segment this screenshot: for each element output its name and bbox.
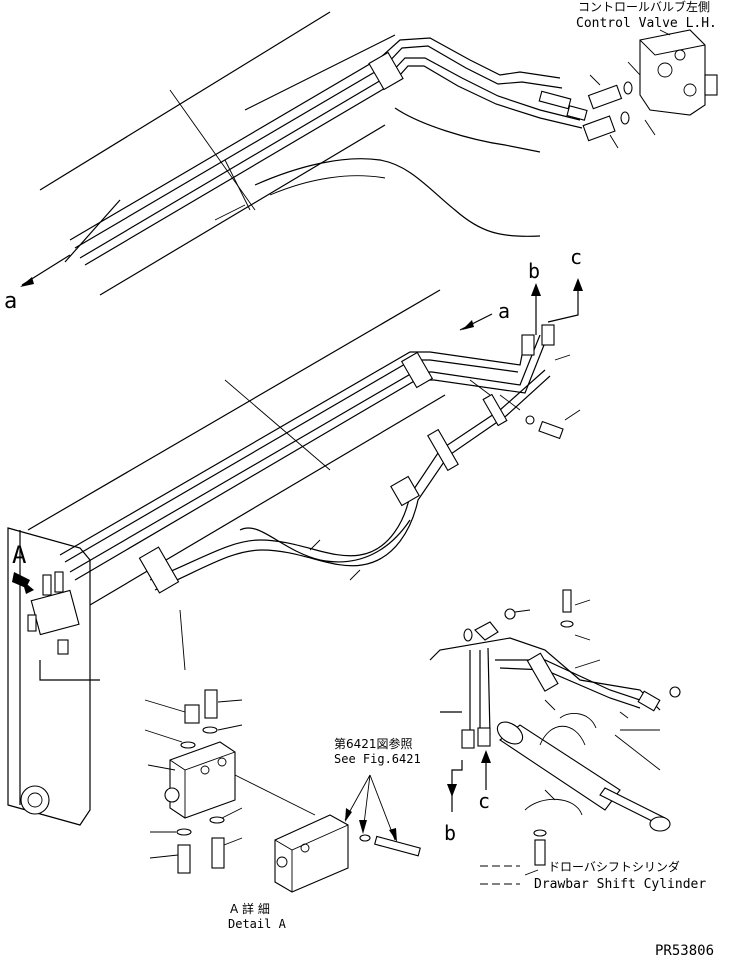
arrow-c-upper xyxy=(547,278,583,323)
arrow-a-upper xyxy=(20,254,71,287)
drawbar-cylinder xyxy=(429,589,681,876)
arrow-a-middle xyxy=(459,313,493,331)
see-fig-en: See Fig.6421 xyxy=(334,752,421,766)
letter-b-upper: b xyxy=(528,259,540,283)
control-valve-lh xyxy=(582,29,718,149)
arrow-b-lower xyxy=(447,760,463,812)
see-fig-jp: 第6421図参照 xyxy=(334,736,413,751)
view-a-label: A xyxy=(12,541,27,569)
upper-frame xyxy=(39,11,541,296)
middle-tubes xyxy=(59,324,581,594)
letter-a-middle: a xyxy=(498,299,510,323)
letter-b-lower: b xyxy=(444,821,456,845)
detail-a-en: Detail A xyxy=(228,917,287,931)
detail-a xyxy=(144,689,316,874)
control-valve-label-en: Control Valve L.H. xyxy=(576,16,717,31)
upper-tubes xyxy=(64,37,588,266)
see-fig-block xyxy=(274,774,421,893)
letter-c-lower: c xyxy=(478,789,490,813)
letter-c-upper: c xyxy=(570,245,582,269)
arrow-c-lower xyxy=(481,750,491,790)
drawbar-label-en: Drawbar Shift Cylinder xyxy=(534,877,707,892)
control-valve-label-jp: コントロールバルブ左側 xyxy=(578,0,711,14)
arrow-b-upper xyxy=(531,283,541,335)
drawing-number: PR53806 xyxy=(655,943,715,959)
drawbar-label-jp: ドローバシフトシリンダ xyxy=(548,860,680,874)
letter-a-upper: a xyxy=(4,289,17,314)
detail-a-jp: A 詳 細 xyxy=(230,901,270,916)
left-plate xyxy=(7,527,100,826)
